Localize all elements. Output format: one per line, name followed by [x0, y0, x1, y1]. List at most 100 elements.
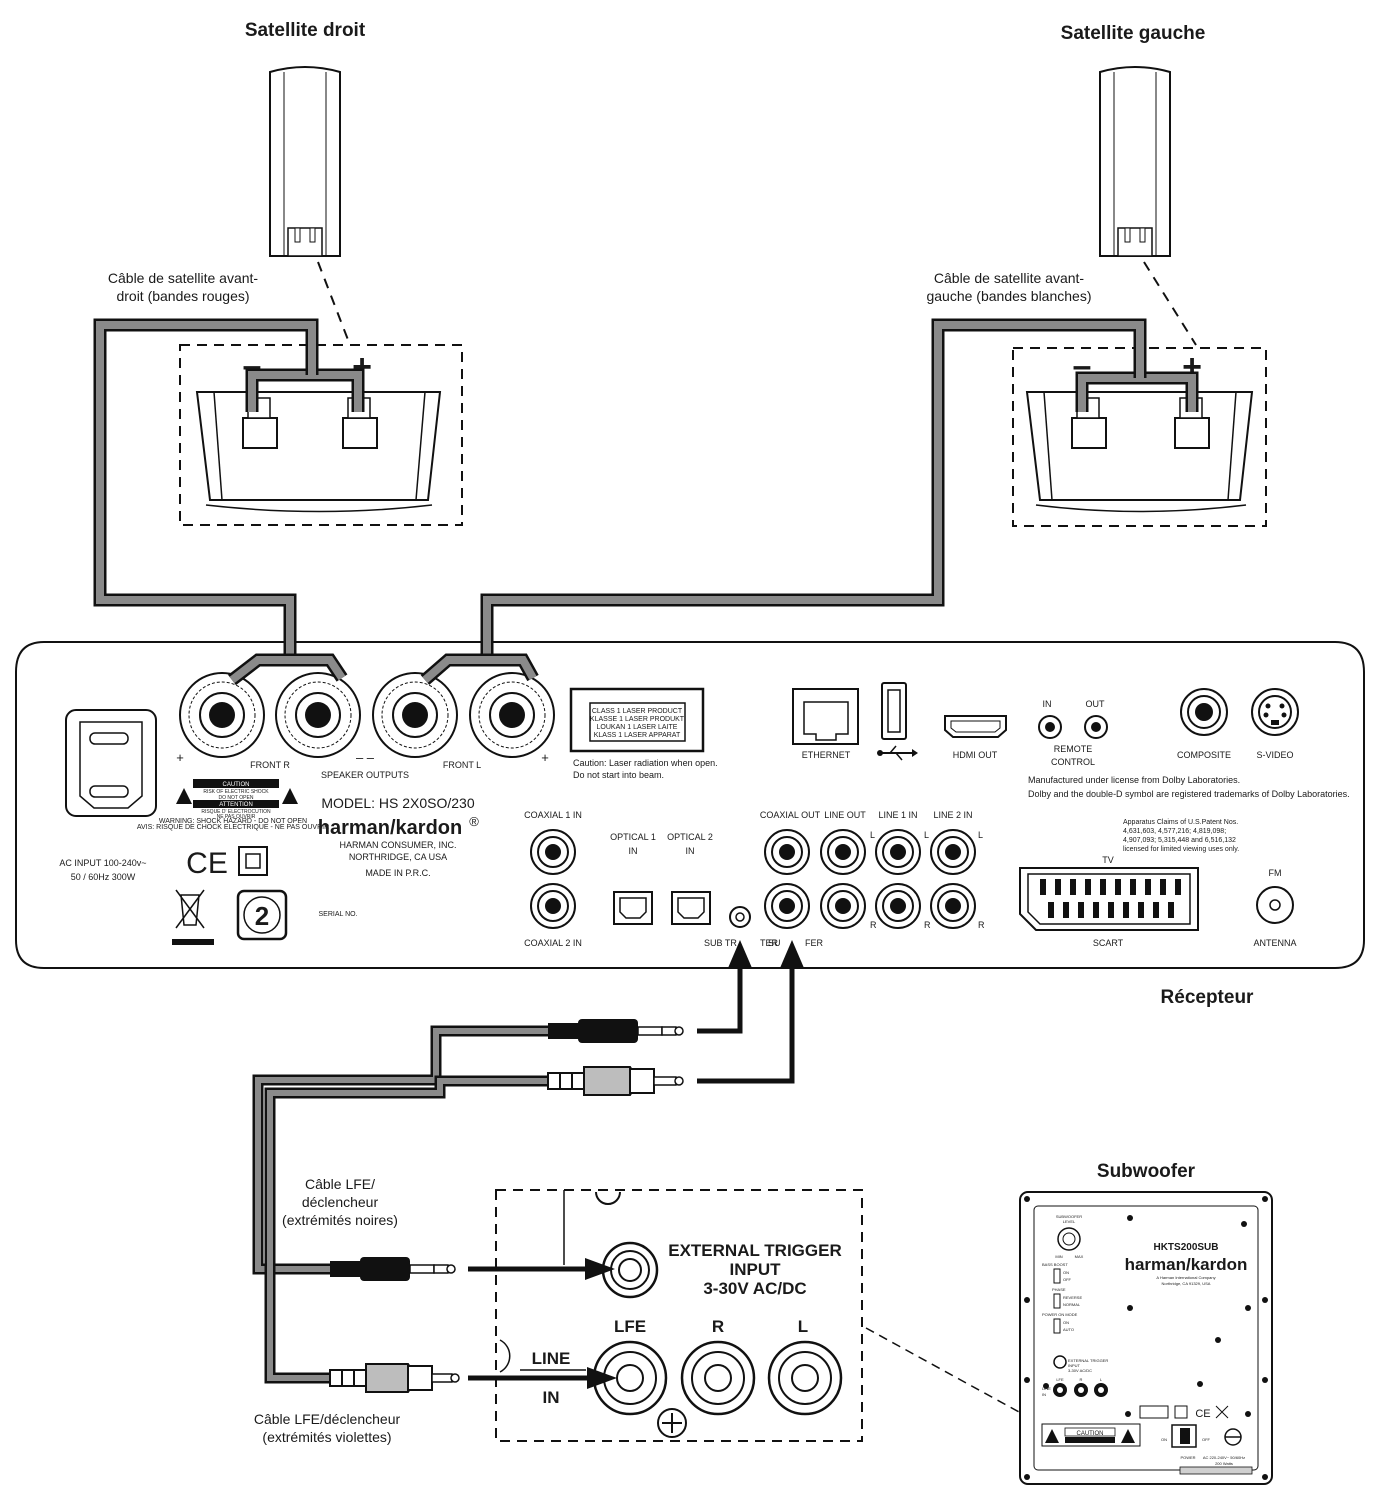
svg-text:Manufactured under license fro: Manufactured under license from Dolby La… [1028, 775, 1240, 785]
svg-text:KLASSE 1 LASER PRODUKT: KLASSE 1 LASER PRODUKT [590, 716, 685, 723]
svg-text:ON: ON [1161, 1437, 1167, 1442]
svg-text:IN: IN [1042, 1392, 1046, 1397]
title-satellite-left: Satellite gauche [1061, 23, 1206, 44]
svg-text:RISK OF ELECTRIC SHOCK: RISK OF ELECTRIC SHOCK [203, 789, 269, 795]
svg-text:LINE 1 IN: LINE 1 IN [878, 810, 917, 820]
svg-text:®: ® [469, 814, 479, 829]
svg-text:FM: FM [1269, 868, 1282, 878]
brand-logo: harman/kardon [318, 817, 462, 839]
svg-text:LOUKAN 1 LASER LAITE: LOUKAN 1 LASER LAITE [597, 724, 678, 731]
rca-jack [930, 829, 976, 875]
svg-text:OFF: OFF [1202, 1437, 1211, 1442]
arrow-to-sub-trigger [697, 940, 752, 1034]
svg-text:IN: IN [543, 1388, 560, 1407]
lfe-trigger-cable [252, 1025, 550, 1384]
screw-icon [657, 1408, 687, 1438]
svg-text:L: L [978, 830, 983, 840]
svg-text:REVERSE: REVERSE [1063, 1295, 1082, 1300]
svg-text:R: R [1080, 1377, 1083, 1382]
svg-text:50 / 60Hz 300W: 50 / 60Hz 300W [71, 872, 136, 882]
svg-text:L: L [1100, 1377, 1103, 1382]
svg-text:EXTERNAL TRIGGER: EXTERNAL TRIGGER [668, 1241, 841, 1260]
svg-text:4,631,603, 4,577,216; 4,819,09: 4,631,603, 4,577,216; 4,819,098; [1123, 828, 1226, 835]
svg-text:(extrémités violettes): (extrémités violettes) [262, 1429, 391, 1445]
svg-text:NORTHRIDGE, CA USA: NORTHRIDGE, CA USA [349, 852, 447, 862]
scart-connector: TV SCART [1019, 855, 1199, 948]
front-right-speaker-cable [93, 318, 365, 686]
caption-front-left-cable: Câble de satellite avant- gauche (bandes… [926, 270, 1091, 304]
svg-text:COMPOSITE: COMPOSITE [1177, 750, 1231, 760]
svg-text:CONTROL: CONTROL [1051, 757, 1095, 767]
ce-mark: CE [186, 847, 228, 880]
svg-text:MIN: MIN [1055, 1254, 1062, 1259]
svg-text:KLASS 1 LASER APPARAT: KLASS 1 LASER APPARAT [594, 732, 681, 739]
svg-text:POWER: POWER [1180, 1455, 1195, 1460]
subwoofer-brand: harman/kardon [1125, 1255, 1248, 1274]
patent-notice: Apparatus Claims of U.S.Patent Nos. 4,63… [1123, 819, 1239, 853]
svg-text:AC 220-240V~ 50/60Hz: AC 220-240V~ 50/60Hz [1203, 1455, 1245, 1460]
svg-text:déclencheur: déclencheur [302, 1194, 379, 1210]
svg-text:R: R [870, 920, 877, 930]
arrow-to-subwoofer-out [697, 940, 804, 1084]
lfe-input-jack [592, 1340, 668, 1416]
binding-post [469, 672, 555, 758]
title-subwoofer: Subwoofer [1097, 1161, 1196, 1182]
svg-text:+: + [176, 750, 184, 765]
ac-input-rating: AC INPUT 100-240v~ 50 / 60Hz 300W [59, 858, 146, 882]
optical-inputs: OPTICAL 1 IN OPTICAL 2 IN [610, 832, 713, 925]
svg-text:SUBWOOFER: SUBWOOFER [1056, 1214, 1082, 1219]
svg-text:gauche (bandes blanches): gauche (bandes blanches) [926, 288, 1091, 304]
svg-text:COAXIAL 1 IN: COAXIAL 1 IN [524, 810, 582, 820]
svg-text:CAUTION: CAUTION [1077, 1431, 1104, 1437]
svg-text:ON: ON [1063, 1320, 1069, 1325]
svg-text:OUT: OUT [1086, 699, 1106, 709]
svg-text:HARMAN CONSUMER, INC.: HARMAN CONSUMER, INC. [339, 840, 456, 850]
svg-text:CAUTION: CAUTION [223, 782, 250, 788]
label-front-r: FRONT R [250, 760, 290, 770]
svg-text:INPUT: INPUT [1068, 1363, 1081, 1368]
lfe-plug-violet-bottom [329, 1363, 460, 1393]
svg-text:IN: IN [1043, 699, 1052, 709]
svg-text:L: L [870, 830, 875, 840]
svg-text:POWER ON MODE: POWER ON MODE [1042, 1312, 1078, 1317]
region-code-icon: 2 [236, 889, 288, 941]
rca-jack [820, 829, 866, 875]
svg-text:COAXIAL 2 IN: COAXIAL 2 IN [524, 938, 582, 948]
rca-jack [820, 883, 866, 929]
svg-text:A Harman International Company: A Harman International Company [1156, 1275, 1215, 1280]
title-receiver: Récepteur [1161, 987, 1255, 1008]
svg-text:ETHERNET: ETHERNET [802, 750, 851, 760]
svg-text:IN: IN [629, 846, 638, 856]
svg-text:IN: IN [686, 846, 695, 856]
s-video-jack: S-VIDEO [1251, 688, 1299, 760]
svg-text:3-30V AC/DC: 3-30V AC/DC [703, 1279, 806, 1298]
svg-text:NE PAS OUVRIR: NE PAS OUVRIR [217, 814, 256, 820]
terminal-detail-left: – + [1012, 347, 1267, 527]
svg-text:Câble LFE/: Câble LFE/ [305, 1176, 375, 1192]
svg-text:3-30V AC/DC: 3-30V AC/DC [1068, 1368, 1092, 1373]
rca-jack [930, 883, 976, 929]
svg-text:Câble de satellite avant-: Câble de satellite avant- [934, 270, 1085, 286]
svg-text:+: + [541, 750, 549, 765]
svg-text:TER: TER [760, 938, 779, 948]
r-input-jack [680, 1340, 756, 1416]
svg-text:licensed for limited viewing u: licensed for limited viewing uses only. [1123, 846, 1239, 853]
binding-post [372, 672, 458, 758]
svg-text:droit (bandes rouges): droit (bandes rouges) [116, 288, 249, 304]
svg-text:L: L [798, 1317, 808, 1336]
svg-text:ON: ON [1063, 1270, 1069, 1275]
svg-text:SUB TR: SUB TR [704, 938, 737, 948]
svg-text:WARNING: SHOCK HAZARD - DO NOT: WARNING: SHOCK HAZARD - DO NOT OPEN [159, 818, 307, 825]
svg-text:LFE: LFE [1056, 1377, 1064, 1382]
svg-text:SCART: SCART [1093, 938, 1124, 948]
svg-text:Caution: Laser radiation when: Caution: Laser radiation when open. [573, 758, 718, 768]
svg-text:MADE IN P.R.C.: MADE IN P.R.C. [365, 868, 430, 878]
svg-text:SU: SU [768, 938, 781, 948]
l-input-jack [767, 1340, 843, 1416]
svg-text:INPUT: INPUT [730, 1260, 782, 1279]
svg-text:EXTERNAL TRIGGER: EXTERNAL TRIGGER [1068, 1358, 1108, 1363]
svg-text:L: L [924, 830, 929, 840]
svg-text:ANTENNA: ANTENNA [1253, 938, 1296, 948]
svg-text:CE: CE [1195, 1408, 1210, 1420]
svg-text:Câble LFE/déclencheur: Câble LFE/déclencheur [254, 1411, 401, 1427]
